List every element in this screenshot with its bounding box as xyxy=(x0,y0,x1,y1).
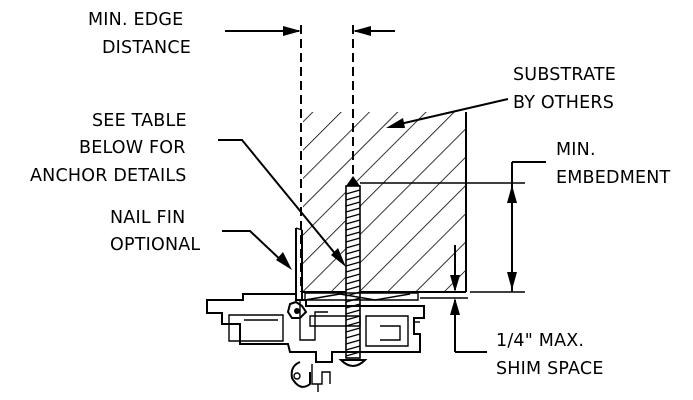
edge-distance-extension-lines xyxy=(300,25,354,292)
label-substrate-1: SUBSTRATE xyxy=(513,65,616,85)
label-shim-space-2: SHIM SPACE xyxy=(496,359,604,379)
label-shim-space-1: 1/4" MAX. xyxy=(496,331,584,351)
edge-distance-dimension xyxy=(225,26,395,36)
label-see-table-1: SEE TABLE xyxy=(92,111,187,131)
label-substrate-2: BY OTHERS xyxy=(513,93,614,113)
nail-fin-leader xyxy=(222,230,292,270)
substrate-block xyxy=(303,112,467,293)
substrate-leader xyxy=(386,98,509,128)
label-nail-fin-1: NAIL FIN xyxy=(110,208,185,228)
shim xyxy=(304,292,419,301)
label-see-table-2: BELOW FOR xyxy=(79,138,186,158)
label-see-table-3: ANCHOR DETAILS xyxy=(30,166,187,186)
label-min-edge-distance-1: MIN. EDGE xyxy=(88,10,183,30)
label-min-edge-distance-2: DISTANCE xyxy=(102,38,191,58)
label-nail-fin-2: OPTIONAL xyxy=(110,235,200,255)
label-min-embedment-1: MIN. xyxy=(556,140,596,160)
label-min-embedment-2: EMBEDMENT xyxy=(556,168,671,188)
embedment-dimension xyxy=(360,161,546,293)
shim-space-dimension xyxy=(420,245,487,353)
screw-anchor xyxy=(338,176,368,367)
window-frame-profile xyxy=(206,227,425,392)
see-table-leader xyxy=(218,139,346,267)
